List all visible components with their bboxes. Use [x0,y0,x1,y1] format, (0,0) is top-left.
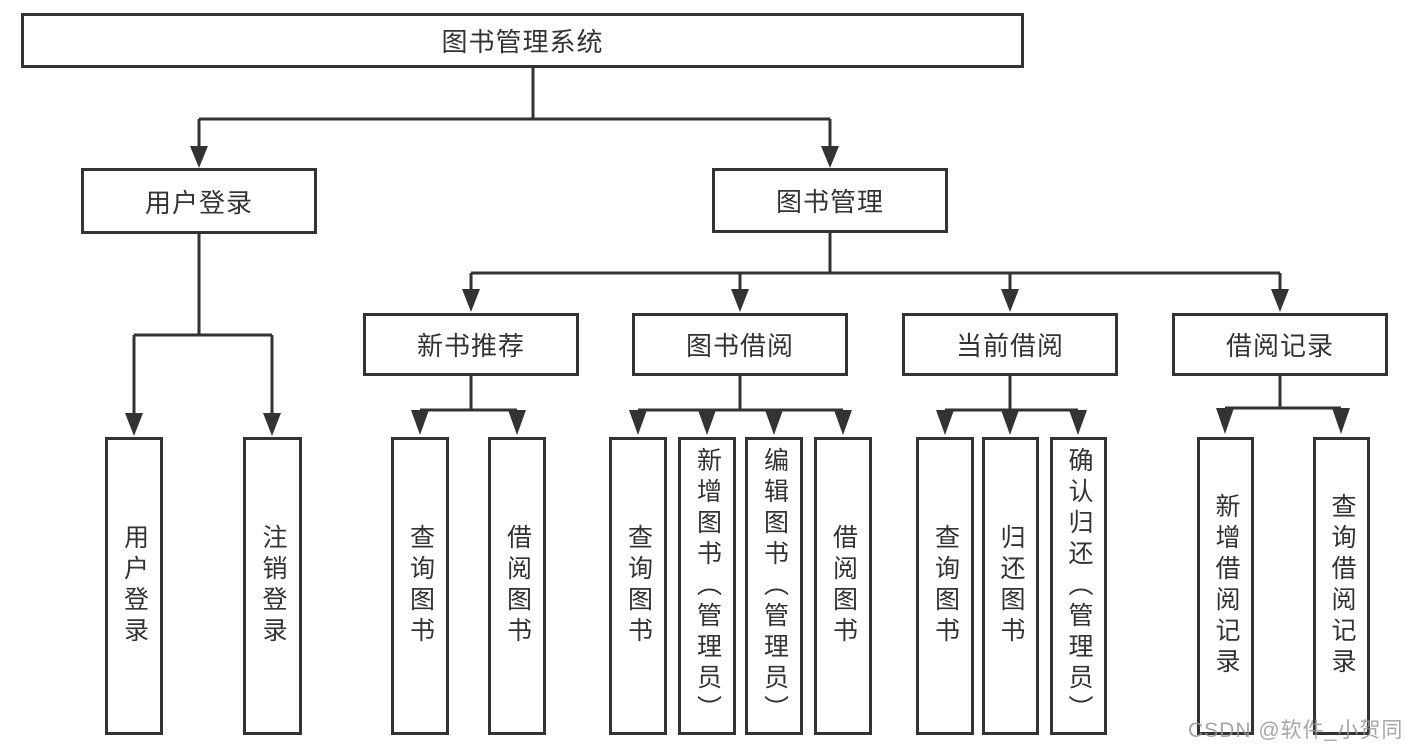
edge-currentborrow-to-leaves [945,376,1078,412]
leaf-logout: 注销登录 [243,437,302,735]
edge-bookborrow-to-leaves [638,376,843,412]
leaf-edit-books-admin: 编辑图书（管理员） [745,437,803,735]
node-user-login: 用户登录 [81,168,317,234]
edge-userlogin-to-leaves [132,234,274,414]
arrowhead-icon [629,410,647,435]
node-label: 当前借阅 [955,331,1064,361]
node-book-borrowing: 图书借阅 [632,313,848,376]
node-label: 用户登录 [120,524,149,648]
leaf-query-books-current: 查询图书 [916,437,974,735]
leaf-confirm-return-admin: 确认归还（管理员） [1050,437,1107,735]
arrowhead-icon [1069,410,1087,435]
node-label: 确认归还（管理员） [1065,446,1093,726]
arrowhead-icon [411,410,429,435]
arrowhead-icon [1216,408,1234,434]
node-current-borrowing: 当前借阅 [902,313,1118,376]
arrowhead-icon [821,146,839,168]
node-label: 查询图书 [406,524,435,648]
edge-newbooks-to-leaves [420,376,517,412]
leaf-return-books: 归还图书 [982,437,1039,735]
arrowhead-icon [731,289,749,312]
arrowhead-icon [1001,410,1019,435]
arrowhead-icon [698,410,716,435]
node-label: 用户登录 [144,187,253,218]
leaf-query-books-borrow: 查询图书 [609,437,667,735]
leaf-borrow-books: 借阅图书 [814,437,872,735]
arrowhead-icon [462,289,480,312]
node-label: 图书管理系统 [441,27,604,57]
node-label: 借阅记录 [1225,331,1334,361]
leaf-user-login: 用户登录 [105,437,163,735]
node-label: 归还图书 [997,524,1025,648]
node-label: 新书推荐 [416,331,525,361]
node-book-management: 图书管理 [712,168,948,233]
csdn-watermark: CSDN @软件_小贺同学 [1188,719,1405,742]
node-borrowing-records: 借阅记录 [1172,313,1388,376]
node-label: 借阅图书 [503,524,532,648]
leaf-query-borrow-record: 查询借阅记录 [1313,437,1370,735]
node-label: 新增图书（管理员） [693,446,722,726]
arrowhead-icon [1001,289,1019,312]
arrowhead-icon [190,146,208,168]
leaf-add-borrow-record: 新增借阅记录 [1197,437,1254,735]
arrowhead-icon [263,413,281,436]
leaf-borrow-books-recommend: 借阅图书 [488,437,546,735]
node-label: 图书借阅 [685,331,794,361]
node-label: 查询借阅记录 [1328,493,1356,679]
node-label: 查询图书 [624,524,653,648]
node-library-management-system: 图书管理系统 [21,13,1024,68]
arrowhead-icon [1271,289,1289,312]
node-label: 图书管理 [775,187,884,217]
arrowhead-icon [508,410,526,435]
arrowhead-icon [765,410,783,435]
edge-root-to-level2 [197,68,832,148]
edge-bookmgmt-to-level3 [469,233,1282,291]
arrowhead-icon [1332,408,1350,434]
node-label: 借阅图书 [829,524,858,648]
node-label: 注销登录 [259,524,287,648]
arrowhead-icon [834,410,852,435]
arrowhead-icon [125,413,143,436]
leaf-add-books-admin: 新增图书（管理员） [678,437,736,735]
node-label: 编辑图书（管理员） [760,446,789,726]
edge-borrowhistory-to-leaves [1225,376,1341,410]
node-label: 新增借阅记录 [1212,493,1240,679]
arrowhead-icon [936,410,954,435]
arrowheads [125,146,1350,436]
leaf-query-books-recommend: 查询图书 [391,437,449,735]
node-label: 查询图书 [931,524,960,648]
node-new-book-recommendation: 新书推荐 [363,313,579,376]
